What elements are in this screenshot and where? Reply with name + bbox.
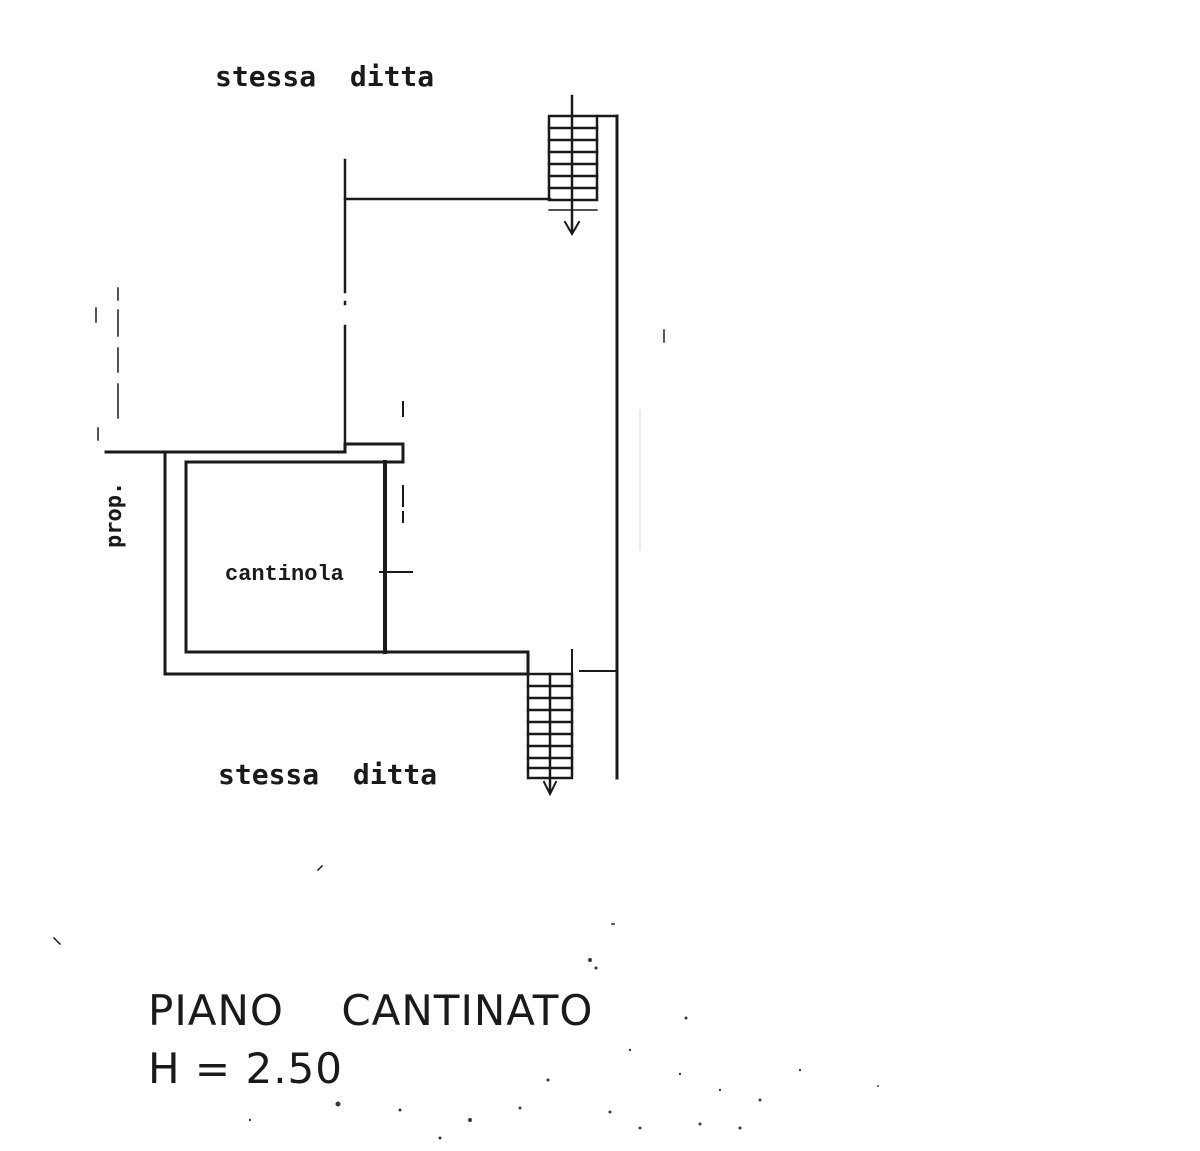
side-label: prop. <box>102 482 127 548</box>
bottom-neighbor-label: stessa ditta <box>218 758 437 791</box>
height-annotation: H = 2.50 <box>148 1044 343 1093</box>
scan-specks <box>52 329 665 946</box>
property-boundary <box>95 287 119 441</box>
bottom-staircase <box>526 672 574 797</box>
room-walls <box>104 442 530 676</box>
lower-partition <box>571 649 618 779</box>
top-staircase <box>547 94 619 236</box>
top-neighbor-label: stessa ditta <box>215 60 434 93</box>
floor-title: PIANO CANTINATO <box>148 986 594 1035</box>
room-label: cantinola <box>225 562 344 587</box>
scan-noise <box>248 958 879 1140</box>
